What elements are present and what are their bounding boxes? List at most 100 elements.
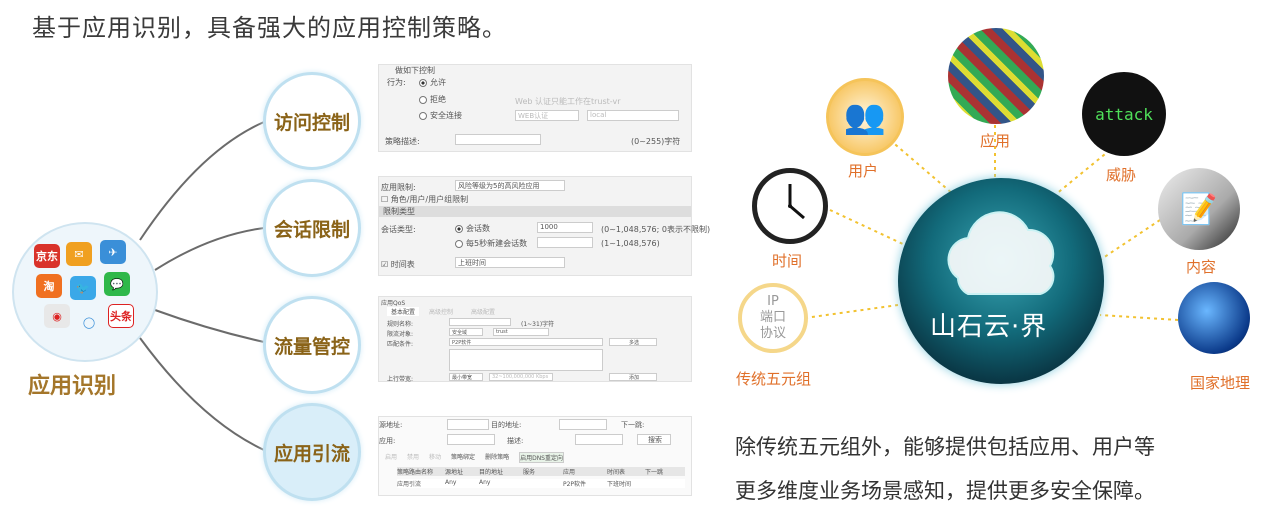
cloud-globe: 山石云·界 bbox=[898, 178, 1104, 384]
mail-icon: ✉ bbox=[66, 242, 92, 266]
src-input[interactable] bbox=[447, 419, 489, 430]
next-hop-label: 下一跳: bbox=[621, 421, 645, 429]
enable-button[interactable]: 启用 bbox=[385, 454, 398, 461]
upload-input[interactable]: 32~100,000,000 Kbps bbox=[489, 373, 553, 381]
document-icon: 📝 bbox=[1158, 168, 1240, 250]
disable-button[interactable]: 禁用 bbox=[407, 454, 420, 461]
desc-input[interactable] bbox=[575, 434, 623, 445]
feature-app-routing[interactable]: 应用引流 bbox=[263, 403, 361, 501]
line-route bbox=[139, 337, 265, 451]
qos-header: 应用QoS bbox=[381, 300, 406, 307]
label-user: 用户 bbox=[848, 162, 879, 180]
feature-session-limit[interactable]: 会话限制 bbox=[263, 179, 361, 277]
summary-line-1: 除传统五元组外，能够提供包括应用、用户等 bbox=[735, 435, 1155, 459]
page-title: 基于应用识别，具备强大的应用控制策略。 bbox=[32, 14, 507, 42]
label-time: 时间 bbox=[772, 252, 803, 270]
label-five-tuple: 传统五元组 bbox=[736, 370, 812, 388]
match-list[interactable] bbox=[449, 349, 603, 371]
delete-button[interactable]: 删除策略 bbox=[485, 454, 510, 461]
app-input[interactable] bbox=[447, 434, 495, 445]
tab-basic[interactable]: 基本配置 bbox=[387, 307, 420, 316]
sessions-input[interactable]: 1000 bbox=[537, 222, 593, 233]
schedule-checkbox[interactable]: ☑ 时间表 bbox=[381, 260, 415, 269]
radio-secure[interactable]: 安全连接 bbox=[419, 110, 462, 121]
label-threat: 威胁 bbox=[1106, 166, 1137, 184]
search-button[interactable]: 搜索 bbox=[637, 434, 671, 445]
radio-sessions[interactable]: 会话数 bbox=[455, 223, 490, 234]
label-geo: 国家地理 bbox=[1190, 374, 1251, 392]
zone-value-select[interactable]: trust bbox=[493, 328, 549, 336]
jd-icon: 京东 bbox=[34, 244, 60, 268]
globe-map-icon bbox=[1178, 282, 1250, 354]
match-select[interactable]: P2P软件 bbox=[449, 338, 603, 346]
src-label: 源地址: bbox=[379, 421, 403, 429]
domain-select[interactable]: local bbox=[587, 110, 679, 121]
user-icon: 👥 bbox=[826, 78, 904, 156]
bind-button[interactable]: 策略绑定 bbox=[451, 454, 476, 461]
session-limit-panel: 应用限制: 风险等级为5的高风险应用 ☐ 角色/用户/用户组限制 限制类型 会话… bbox=[378, 176, 710, 276]
tab-advanced-control[interactable]: 高级控制 bbox=[429, 309, 454, 316]
move-button[interactable]: 移动 bbox=[429, 454, 442, 461]
name-label: 规则名称: bbox=[387, 321, 414, 328]
session-type-label: 会话类型: bbox=[381, 225, 416, 234]
line-session bbox=[154, 227, 265, 271]
target-label: 限流对象: bbox=[387, 331, 414, 338]
role-checkbox[interactable]: ☐ 角色/用户/用户组限制 bbox=[381, 195, 469, 204]
radio-deny[interactable]: 拒绝 bbox=[419, 94, 446, 105]
line-qos bbox=[154, 309, 265, 343]
cloud-icon bbox=[947, 211, 1055, 295]
tab-advanced-config[interactable]: 高级配置 bbox=[471, 309, 496, 316]
app-limit-select[interactable]: 风险等级为5的高风险应用 bbox=[455, 180, 565, 191]
auth-select[interactable]: WEB认证 bbox=[515, 110, 579, 121]
qq-icon: ◯ bbox=[82, 315, 96, 329]
add-button[interactable]: 添加 bbox=[609, 373, 657, 381]
label-content: 内容 bbox=[1186, 258, 1217, 276]
label-app: 应用 bbox=[980, 132, 1011, 150]
radio-allow[interactable]: 允许 bbox=[419, 77, 446, 88]
new-sessions-input[interactable] bbox=[537, 237, 593, 248]
section-header: 限制类型 bbox=[379, 206, 691, 217]
line-geo bbox=[1099, 314, 1179, 321]
upload-select[interactable]: 最小带宽 bbox=[449, 373, 483, 381]
dns-redirect-button[interactable]: 启用DNS重定向 bbox=[519, 452, 564, 463]
line-content bbox=[1099, 219, 1161, 261]
toolbar: 启用 禁用 移动 策略绑定 删除策略 启用DNS重定向 bbox=[385, 452, 564, 463]
taobao-icon: 淘 bbox=[36, 274, 62, 298]
clock-icon bbox=[752, 168, 828, 244]
dst-label: 目的地址: bbox=[491, 421, 522, 429]
line-user bbox=[889, 139, 961, 201]
sessions-range: (0~1,048,576; 0表示不限制) bbox=[601, 225, 711, 234]
desc-range: (0~255)字符 bbox=[631, 137, 681, 146]
schedule-select[interactable]: 上班时间 bbox=[455, 257, 565, 268]
attack-icon: attack bbox=[1082, 72, 1166, 156]
dst-input[interactable] bbox=[559, 419, 607, 430]
cluster-label: 应用识别 bbox=[28, 374, 117, 399]
line-time bbox=[829, 209, 906, 246]
new-sessions-range: (1~1,048,576) bbox=[601, 239, 660, 248]
multi-select-button[interactable]: 多选 bbox=[609, 338, 657, 346]
access-control-panel: 做如下控制 行为: 允许 拒绝 安全连接 Web 认证只能工作在trust-vr… bbox=[378, 64, 692, 152]
weibo-icon: ◉ bbox=[44, 304, 70, 328]
desc-input[interactable] bbox=[455, 134, 541, 145]
line-tuple bbox=[804, 304, 899, 319]
center-logo: 山石云·界 bbox=[930, 312, 1048, 342]
name-range: (1~31)字符 bbox=[521, 321, 555, 328]
app-routing-panel: 源地址: 目的地址: 下一跳: 应用: 描述: 搜索 启用 禁用 移动 策略绑定… bbox=[378, 416, 692, 496]
name-input[interactable] bbox=[449, 318, 511, 326]
feature-access-control[interactable]: 访问控制 bbox=[263, 72, 361, 170]
app-label: 应用: bbox=[379, 437, 396, 445]
upload-label: 上行带宽: bbox=[387, 376, 414, 383]
wechat-icon: 💬 bbox=[104, 272, 130, 296]
app-icon-cluster: 京东 ✉ ✈ 淘 🐦 💬 ◉ ◯ 头条 bbox=[12, 222, 158, 362]
feature-traffic-control[interactable]: 流量管控 bbox=[263, 296, 361, 394]
zone-select[interactable]: 安全域 bbox=[449, 328, 483, 336]
match-label: 匹配条件: bbox=[387, 341, 414, 348]
app-limit-label: 应用限制: bbox=[381, 183, 416, 192]
radio-new-sessions[interactable]: 每5秒新建会话数 bbox=[455, 238, 527, 249]
desc-label: 描述: bbox=[507, 437, 524, 445]
summary-line-2: 更多维度业务场景感知，提供更多安全保障。 bbox=[735, 479, 1155, 503]
toutiao-icon: 头条 bbox=[108, 304, 134, 328]
